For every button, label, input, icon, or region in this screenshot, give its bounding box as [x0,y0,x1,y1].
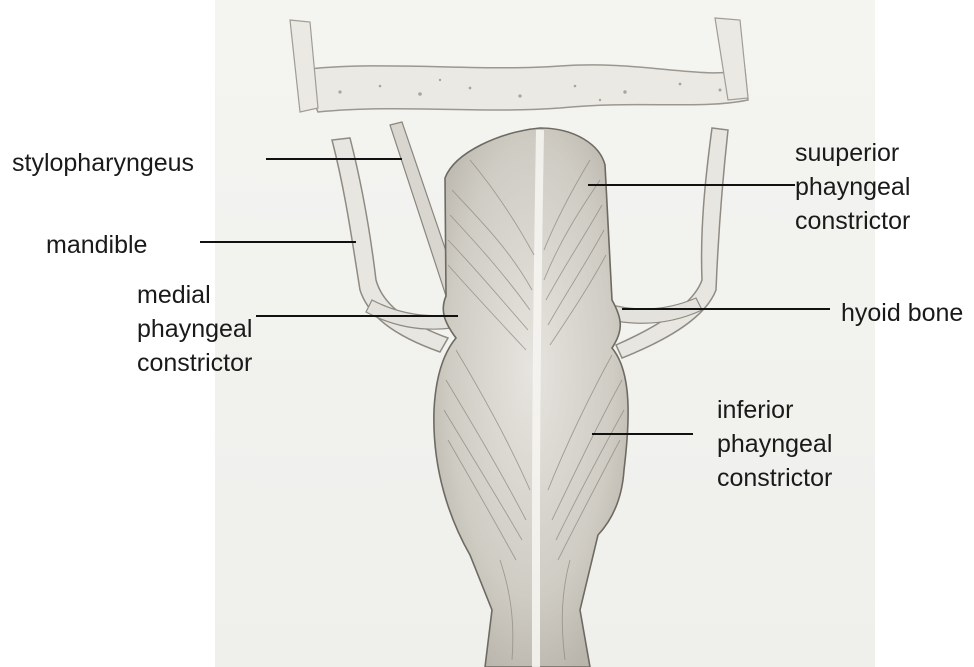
label-mandible: mandible [46,228,147,262]
label-medial-constrictor: medial phayngeal constrictor [137,278,252,380]
label-medial-line-1: medial [137,278,252,312]
label-medial-line-2: phayngeal [137,312,252,346]
label-inferior-line-3: constrictor [717,461,832,495]
label-superior-line-2: phayngeal [795,170,910,204]
label-inferior-line-2: phayngeal [717,427,832,461]
label-inferior-constrictor: inferior phayngeal constrictor [717,393,832,495]
label-medial-line-3: constrictor [137,346,252,380]
label-superior-line-3: constrictor [795,204,910,238]
label-superior-constrictor: suuperior phayngeal constrictor [795,136,910,238]
pharyngeal-raphe [536,130,540,667]
label-inferior-line-1: inferior [717,393,832,427]
skull-base-bone [300,65,748,112]
label-hyoid-bone: hyoid bone [841,296,963,330]
label-superior-line-1: suuperior [795,136,910,170]
label-stylopharyngeus: stylopharyngeus [12,146,194,180]
